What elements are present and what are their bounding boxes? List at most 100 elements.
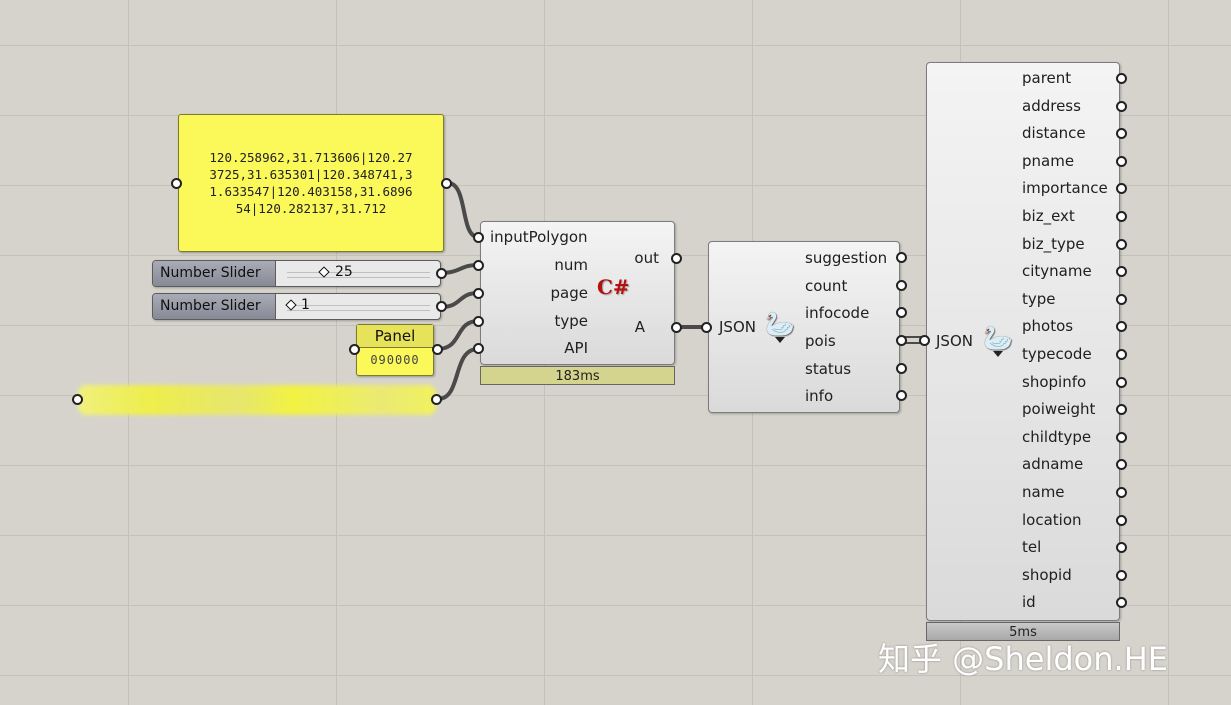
- json2-input-port[interactable]: [919, 335, 930, 346]
- slider-label: Number Slider: [153, 261, 276, 286]
- json1-input-port[interactable]: [701, 322, 712, 333]
- json1-output-port[interactable]: [896, 390, 907, 401]
- json2-output-port-biz-ext[interactable]: [1116, 211, 1127, 222]
- csharp-script-component[interactable]: inputPolygon num page type API out A C#: [480, 221, 675, 365]
- json1-output-label: status: [805, 360, 852, 378]
- json2-output-label-tel: tel: [1022, 538, 1042, 557]
- coords-line: 120.258962,31.713606|120.27: [209, 150, 413, 165]
- json1-input-label: JSON: [719, 318, 756, 336]
- out-port[interactable]: [671, 253, 682, 264]
- slider-label: Number Slider: [153, 294, 276, 319]
- slider-num-output-port[interactable]: [436, 268, 447, 279]
- coords-output-port[interactable]: [441, 178, 452, 189]
- wire-blurred-to-api: [436, 347, 480, 401]
- swan-icon: 🦢: [983, 324, 1013, 352]
- json1-output-port[interactable]: [896, 363, 907, 374]
- json2-output-port-shopid[interactable]: [1116, 569, 1127, 581]
- output-label-out: out: [634, 249, 659, 267]
- input-label-page: page: [550, 284, 588, 302]
- json1-output-label: pois: [805, 332, 836, 350]
- json1-output-port[interactable]: [896, 307, 907, 318]
- json2-timer: 5ms: [926, 622, 1120, 641]
- type-port[interactable]: [473, 316, 484, 327]
- json2-output-port-biz-type[interactable]: [1116, 238, 1127, 250]
- json2-output-label-parent: parent: [1022, 69, 1072, 87]
- json2-output-label-id: id: [1022, 593, 1036, 612]
- json1-output-port[interactable]: [896, 252, 907, 263]
- input-label-type: type: [554, 312, 588, 330]
- json1-output-label: suggestion: [805, 249, 888, 267]
- json2-output-port-address[interactable]: [1116, 100, 1127, 112]
- redacted-output-port[interactable]: [431, 394, 442, 405]
- json2-output-port-name[interactable]: [1116, 487, 1127, 498]
- json2-output-port-type[interactable]: [1116, 293, 1127, 305]
- panel-title: Panel: [357, 325, 433, 348]
- coordinates-text: 120.258962,31.713606|120.27 3725,31.6353…: [179, 149, 443, 217]
- json2-output-port-typecode[interactable]: [1116, 349, 1127, 360]
- dropdown-triangle-icon[interactable]: [775, 337, 785, 343]
- json2-output-label-poiweight: poiweight: [1022, 400, 1096, 419]
- json-component-1[interactable]: JSON 🦢 suggestion count infocode pois st…: [708, 241, 900, 413]
- small-panel[interactable]: Panel 090000: [356, 324, 434, 376]
- slider-track[interactable]: [287, 305, 430, 311]
- json2-output-label-childtype: childtype: [1022, 427, 1092, 446]
- json2-output-port-adname[interactable]: [1116, 459, 1127, 471]
- json2-output-label-cityname: cityname: [1022, 262, 1092, 281]
- coords-line: 1.633547|120.403158,31.6896: [209, 184, 413, 199]
- json2-output-port-shopinfo[interactable]: [1116, 376, 1127, 388]
- number-slider-page[interactable]: Number Slider 1: [152, 293, 441, 320]
- panel-input-port[interactable]: [349, 344, 360, 355]
- number-slider-num[interactable]: Number Slider 25: [152, 260, 441, 287]
- json2-output-port-location[interactable]: [1116, 514, 1127, 526]
- output-label-a: A: [634, 318, 645, 336]
- coordinates-panel[interactable]: 120.258962,31.713606|120.27 3725,31.6353…: [178, 114, 444, 252]
- json2-output-label-location: location: [1022, 510, 1082, 529]
- json2-output-port-cityname[interactable]: [1116, 266, 1127, 278]
- panel-value: 090000: [370, 353, 420, 367]
- json2-output-port-poiweight[interactable]: [1116, 404, 1127, 416]
- json2-output-label-importance: importance: [1022, 179, 1108, 198]
- csharp-icon: C#: [597, 275, 630, 299]
- json2-output-port-parent[interactable]: [1116, 73, 1127, 84]
- json2-output-port-childtype[interactable]: [1116, 431, 1127, 443]
- json2-output-label-distance: distance: [1022, 124, 1086, 143]
- num-port[interactable]: [473, 260, 484, 271]
- panel-output-port[interactable]: [432, 344, 443, 355]
- json2-output-port-importance[interactable]: [1116, 183, 1127, 195]
- json1-output-port[interactable]: [896, 335, 907, 346]
- coords-line: 54|120.282137,31.712: [235, 201, 387, 216]
- input-label-api: API: [564, 339, 588, 357]
- slider-track[interactable]: [287, 272, 430, 278]
- input-label-num: num: [554, 256, 588, 274]
- json2-output-label-adname: adname: [1022, 455, 1084, 474]
- json2-output-label-shopid: shopid: [1022, 565, 1072, 584]
- slider-value: 25: [335, 264, 353, 280]
- slider-page-output-port[interactable]: [436, 301, 447, 312]
- json2-output-label-photos: photos: [1022, 317, 1074, 336]
- a-port[interactable]: [671, 322, 682, 333]
- inputpolygon-port[interactable]: [473, 232, 484, 243]
- csharp-timer: 183ms: [480, 366, 675, 385]
- redacted-input-port[interactable]: [72, 394, 83, 405]
- coords-line: 3725,31.635301|120.348741,3: [209, 167, 413, 182]
- slider-value: 1: [301, 297, 310, 313]
- page-port[interactable]: [473, 288, 484, 299]
- redacted-input[interactable]: [78, 385, 436, 415]
- swan-icon: 🦢: [765, 310, 795, 338]
- json2-output-port-photos[interactable]: [1116, 321, 1127, 333]
- json2-output-port-pname[interactable]: [1116, 155, 1127, 167]
- coords-input-port[interactable]: [171, 178, 182, 189]
- json2-output-label-address: address: [1022, 96, 1081, 115]
- json1-output-port[interactable]: [896, 280, 907, 291]
- api-port[interactable]: [473, 343, 484, 354]
- json2-output-port-id[interactable]: [1116, 597, 1127, 609]
- json1-output-label: count: [805, 277, 848, 295]
- wire-panel-to-type: [436, 319, 480, 351]
- wire-coords-to-inputpolygon: [446, 181, 480, 239]
- json2-output-port-distance[interactable]: [1116, 128, 1127, 140]
- input-label-inputpolygon: inputPolygon: [490, 228, 588, 246]
- dropdown-triangle-icon[interactable]: [993, 351, 1003, 357]
- json2-output-label-shopinfo: shopinfo: [1022, 372, 1087, 391]
- json2-output-port-tel[interactable]: [1116, 542, 1127, 554]
